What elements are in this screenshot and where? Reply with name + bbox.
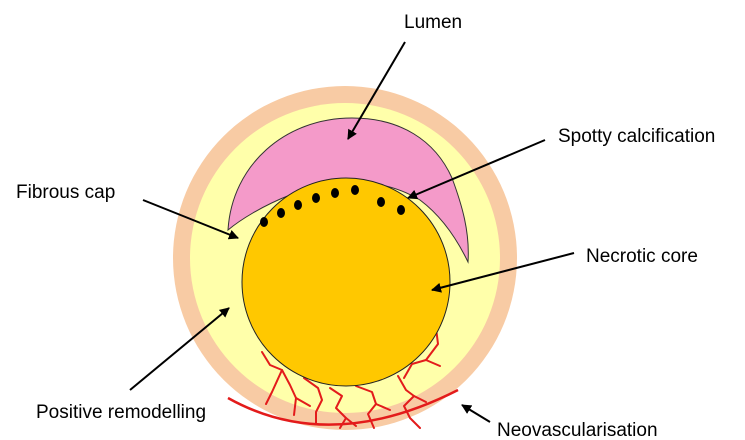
label-necrotic-core: Necrotic core [586, 246, 698, 267]
arrow-neovascularisation [462, 405, 490, 422]
label-positive-remodelling: Positive remodelling [36, 402, 206, 423]
label-spotty-calcification: Spotty calcification [558, 126, 715, 147]
label-neovascularisation: Neovascularisation [497, 420, 658, 440]
label-lumen: Lumen [404, 12, 462, 33]
label-fibrous-cap: Fibrous cap [16, 182, 115, 203]
necrotic-core [242, 178, 450, 386]
